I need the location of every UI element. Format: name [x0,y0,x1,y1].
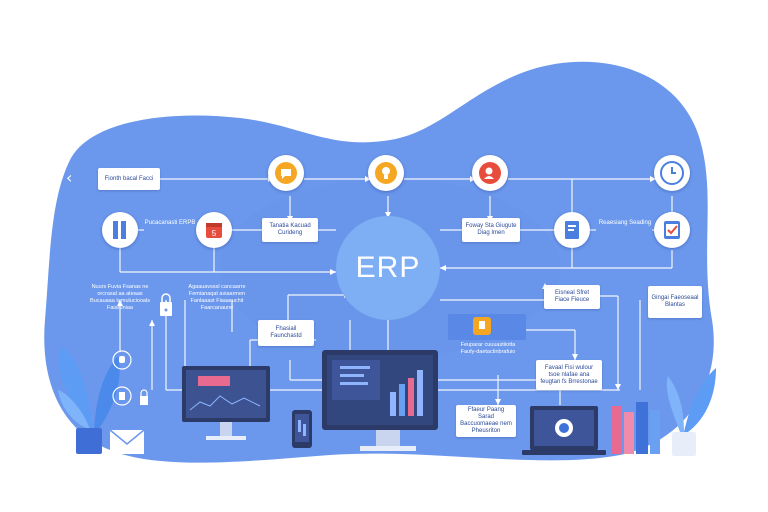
bell-icon [112,350,132,370]
label-box-right-top-small: Eisneal Sfret Fiace Fieuce [544,285,600,309]
lightbulb-icon[interactable] [368,155,404,191]
person-pin-icon[interactable] [472,155,508,191]
chevron-left-icon[interactable]: ‹ [66,168,73,187]
mail-icon [109,429,145,454]
text-center-stack: Agaauavsssl cancaarre Femianaqat aviaarm… [188,284,246,311]
chat-icon[interactable] [268,155,304,191]
label-box-bottom-center: Ffaeur Paang Sarad Baccuomaeae nem Pheus… [456,405,516,437]
plant-left-icon [58,346,120,454]
chevron-right-icon[interactable]: › [706,216,713,235]
connector-lines [119,178,673,440]
label-box-center-left: Tanatia Kacuad Curideng [262,218,318,242]
label-box-far-right: Gingai Faeoseaal Blantas [648,286,702,318]
books-icon [612,402,660,454]
calendar-icon[interactable]: 5 [196,212,232,248]
desktop-monitor-left-icon [182,366,270,440]
text-left-stack: Nuurs Fuvia Fsanas ne orcrasal aa ateaas… [90,284,150,311]
label-box-mid-left: Fhasiail Faunchastd [258,320,314,346]
clock-icon[interactable] [654,155,690,191]
badge-icon [112,386,132,406]
erp-label: ERP [355,251,421,284]
laptop-icon [522,406,606,455]
label-box-top-left: Fionth bacal Facci [98,168,160,190]
padlock-small-icon [140,389,148,405]
tablet-icon[interactable] [102,212,138,248]
text-mid-banner: Feuparar cuuuastiiotta Faufy-daetactinbr… [460,342,516,355]
document-icon[interactable] [554,212,590,248]
plant-right-icon [666,368,716,456]
mid-lightbulb-card [448,314,526,340]
label-right-mid: Reaesiang Seading [598,220,652,226]
svg-text:5: 5 [212,229,217,238]
label-left-mid: Pucacanasti ERPB [144,220,196,226]
smartphone-icon [292,410,312,448]
erp-hub: ERP [336,216,440,320]
label-box-center-right: Foway Sta Giugute Diag Imen [462,218,520,242]
desktop-monitor-center-icon [322,350,438,451]
task-check-icon[interactable] [654,212,690,248]
padlock-icon [160,293,172,316]
label-box-right-lower: Favaal Fisi wulour tsoe nlafae ana feugt… [536,360,602,390]
